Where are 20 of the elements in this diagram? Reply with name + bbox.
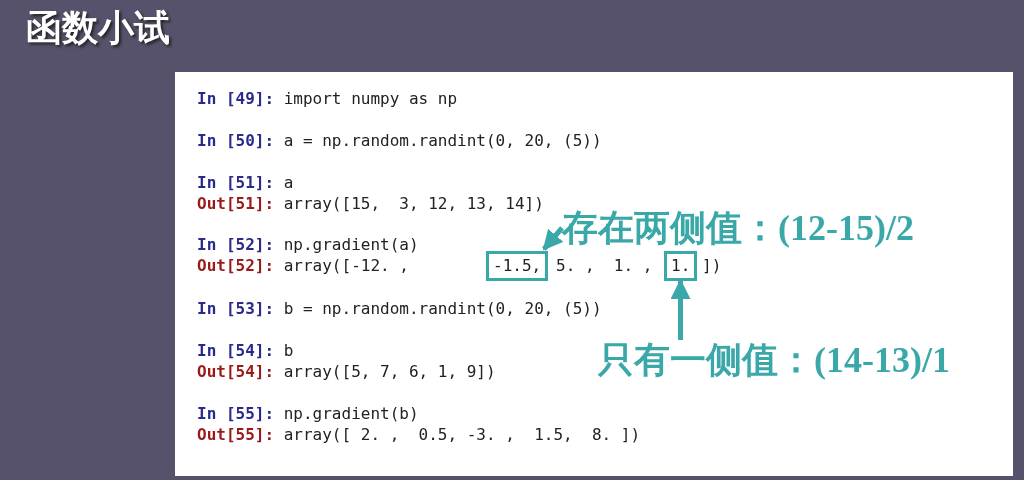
code-line: ]): [702, 256, 722, 276]
code-line: 5. , 1. ,: [556, 256, 653, 276]
annotation-text: 只有一侧值：(14-13)/1: [598, 340, 950, 380]
code-line: In [49]: import numpy as np: [197, 89, 458, 109]
annotation-text: 存在两侧值：(12-15)/2: [562, 208, 914, 248]
code-line: In [54]: b: [197, 341, 294, 361]
code-line: In [55]: np.gradient(b): [197, 404, 419, 424]
code-line: Out[54]: array([5, 7, 6, 1, 9]): [197, 362, 496, 382]
arrow: [542, 226, 564, 251]
arrow: [670, 279, 691, 340]
slide-title: 函数小试: [26, 6, 170, 50]
code-line: In [51]: a: [197, 173, 294, 193]
code-line: Out[55]: array([ 2. , 0.5, -3. , 1.5, 8. ]): [197, 425, 641, 445]
code-line: Out[52]: array([-12. ,: [197, 256, 409, 276]
code-line: In [50]: a = np.random.randint(0, 20, (5)): [197, 131, 602, 151]
code-line: Out[51]: array([15, 3, 12, 13, 14]): [197, 194, 544, 214]
code-line: In [53]: b = np.random.randint(0, 20, (5)): [197, 299, 602, 319]
code-line: In [52]: np.gradient(a): [197, 235, 419, 255]
highlight-box: 1.: [664, 251, 698, 281]
highlight-box: -1.5,: [486, 251, 549, 281]
